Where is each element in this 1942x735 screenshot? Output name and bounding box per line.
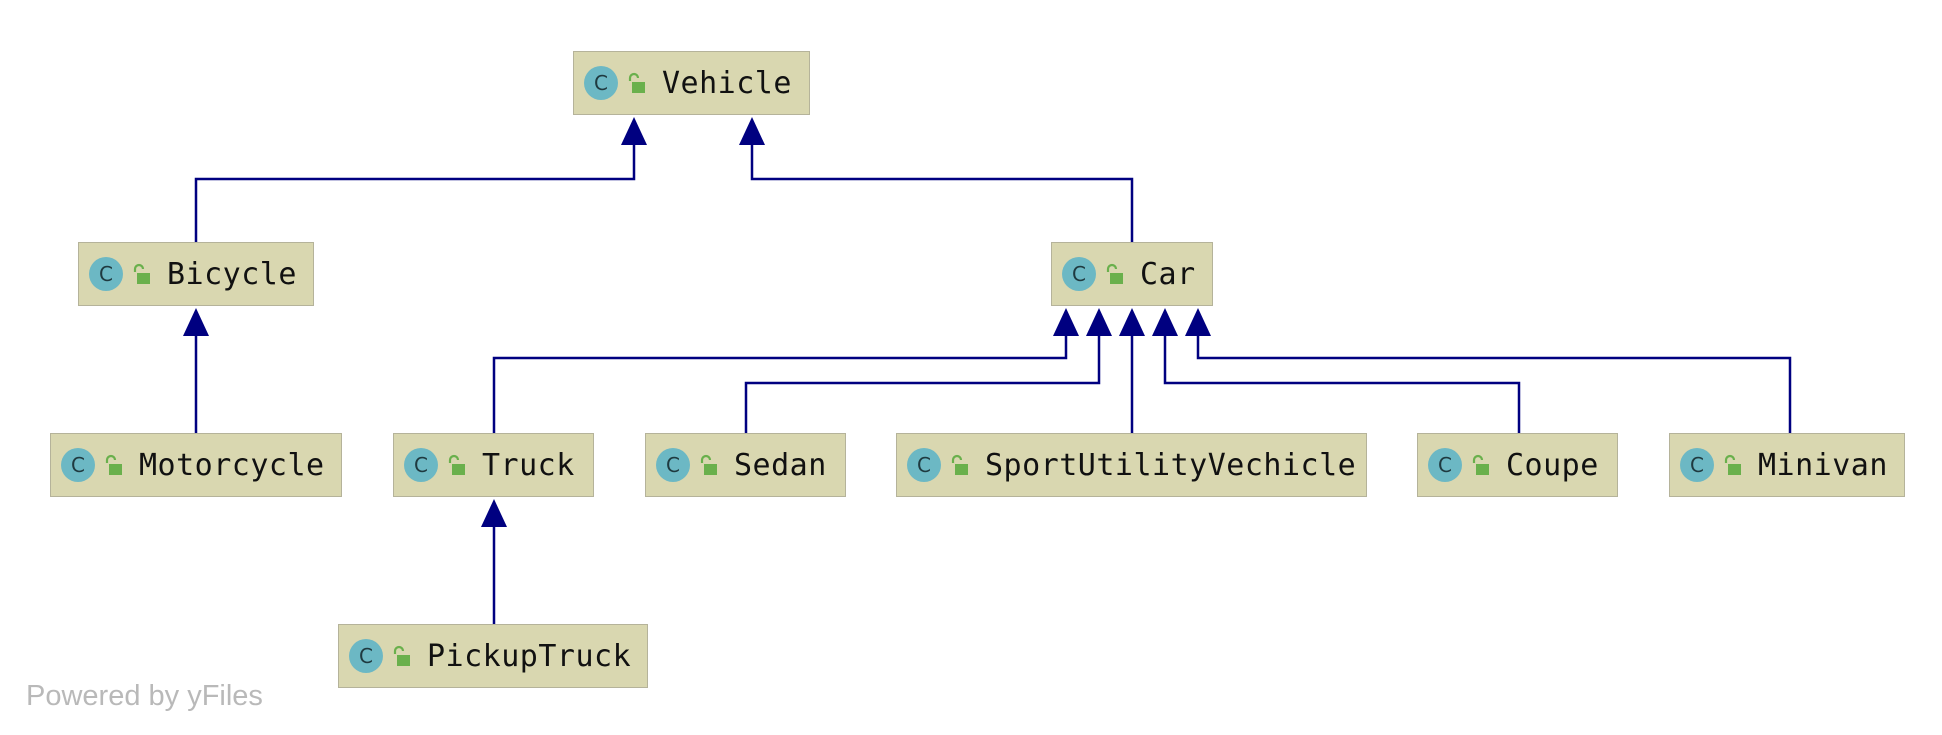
- unlocked-lock-icon: [1724, 454, 1741, 475]
- inheritance-arrowhead: [1086, 308, 1112, 336]
- class-c-icon: C: [1062, 257, 1096, 291]
- unlocked-lock-icon: [951, 454, 968, 475]
- inheritance-arrowhead: [481, 499, 507, 527]
- class-name: PickupTruck: [427, 638, 632, 674]
- edge-coupe-car: [1163, 336, 1521, 433]
- class-name: Coupe: [1506, 447, 1599, 483]
- edge-minivan-car: [1196, 336, 1792, 433]
- class-node-coupe[interactable]: C Coupe: [1417, 433, 1618, 497]
- class-c-icon: C: [656, 448, 690, 482]
- inheritance-arrowhead: [1053, 308, 1079, 336]
- unlocked-lock-icon: [105, 454, 122, 475]
- inheritance-arrowhead: [739, 117, 765, 145]
- edge-car-vehicle: [750, 145, 1134, 242]
- class-node-minivan[interactable]: C Minivan: [1669, 433, 1905, 497]
- inheritance-arrowhead: [1119, 308, 1145, 336]
- class-name: SportUtilityVechicle: [985, 447, 1357, 483]
- class-name: Minivan: [1758, 447, 1888, 483]
- unlocked-lock-icon: [448, 454, 465, 475]
- class-c-icon: C: [907, 448, 941, 482]
- inheritance-arrowhead: [1152, 308, 1178, 336]
- class-c-icon: C: [404, 448, 438, 482]
- class-c-icon: C: [584, 66, 618, 100]
- unlocked-lock-icon: [1106, 263, 1123, 284]
- class-name: Motorcycle: [139, 447, 325, 483]
- class-node-sedan[interactable]: C Sedan: [645, 433, 846, 497]
- class-node-pickup-truck[interactable]: C PickupTruck: [338, 624, 648, 688]
- class-node-truck[interactable]: C Truck: [393, 433, 594, 497]
- class-node-motorcycle[interactable]: C Motorcycle: [50, 433, 342, 497]
- inheritance-arrowhead: [183, 308, 209, 336]
- class-node-sport-utility-vehicle[interactable]: C SportUtilityVechicle: [896, 433, 1367, 497]
- inheritance-arrowhead: [621, 117, 647, 145]
- class-c-icon: C: [61, 448, 95, 482]
- unlocked-lock-icon: [393, 645, 410, 666]
- unlocked-lock-icon: [133, 263, 150, 284]
- class-name: Sedan: [734, 447, 827, 483]
- class-node-car[interactable]: C Car: [1051, 242, 1213, 306]
- unlocked-lock-icon: [700, 454, 717, 475]
- class-name: Vehicle: [662, 65, 792, 101]
- class-c-icon: C: [349, 639, 383, 673]
- unlocked-lock-icon: [628, 72, 645, 93]
- powered-by-credit: Powered by yFiles: [26, 680, 263, 712]
- class-c-icon: C: [89, 257, 123, 291]
- class-node-vehicle[interactable]: C Vehicle: [573, 51, 810, 115]
- class-name: Bicycle: [167, 256, 297, 292]
- class-name: Truck: [482, 447, 575, 483]
- edge-sedan-car: [744, 336, 1101, 433]
- edge-truck-car: [492, 336, 1068, 433]
- class-c-icon: C: [1428, 448, 1462, 482]
- inheritance-arrowhead: [1185, 308, 1211, 336]
- unlocked-lock-icon: [1472, 454, 1489, 475]
- class-name: Car: [1140, 256, 1196, 292]
- edge-bicycle-vehicle: [194, 145, 636, 242]
- class-c-icon: C: [1680, 448, 1714, 482]
- class-node-bicycle[interactable]: C Bicycle: [78, 242, 314, 306]
